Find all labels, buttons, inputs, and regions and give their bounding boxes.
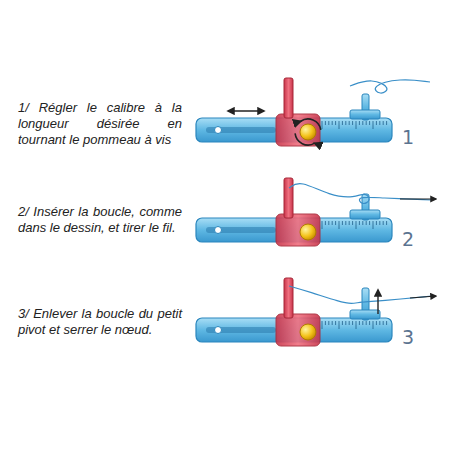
scale-ticks: [322, 121, 387, 129]
gauge-hole: [215, 127, 222, 134]
slide-slot: [206, 227, 276, 233]
scale-ticks: [322, 321, 387, 329]
red-post: [284, 278, 293, 318]
slider-housing: [276, 114, 320, 146]
pull-arrow: [400, 198, 436, 199]
slide-arrow: [228, 110, 264, 111]
red-post: [284, 178, 293, 218]
pivot-base: [350, 210, 380, 219]
pivot-base: [350, 110, 380, 119]
screw-knob: [300, 224, 316, 240]
step-number: 1: [402, 126, 414, 148]
step-instruction: 1/ Régler le calibre à la longueur désir…: [18, 100, 182, 148]
calibrator-tool: [196, 178, 436, 246]
gauge-hole: [215, 227, 222, 234]
fishing-line: [289, 286, 432, 303]
scale-ticks: [322, 221, 387, 229]
slide-slot: [206, 127, 276, 133]
calibrator-tool: [196, 278, 436, 346]
pull-arrow: [410, 296, 436, 298]
step-number: 3: [402, 326, 414, 348]
step-number: 2: [402, 228, 414, 250]
gauge-hole: [215, 327, 222, 334]
rotation-arrow: [295, 133, 315, 145]
lift-arrow: [377, 290, 378, 314]
screw-knob: [300, 324, 316, 340]
red-post: [284, 78, 293, 118]
screw-knob: [300, 124, 316, 140]
rotation-arrow: [301, 119, 321, 130]
fishing-line: [350, 80, 430, 93]
step-instruction: 2/ Insérer la boucle, comme dans le dess…: [18, 204, 182, 236]
calibrator-tool: [196, 78, 430, 146]
slider-housing: [276, 314, 320, 346]
fishing-line: [289, 184, 432, 204]
slide-slot: [206, 327, 276, 333]
slider-housing: [276, 214, 320, 246]
step-instruction: 3/ Enlever la boucle du petit pivot et s…: [18, 306, 182, 338]
pivot-base: [350, 310, 380, 319]
